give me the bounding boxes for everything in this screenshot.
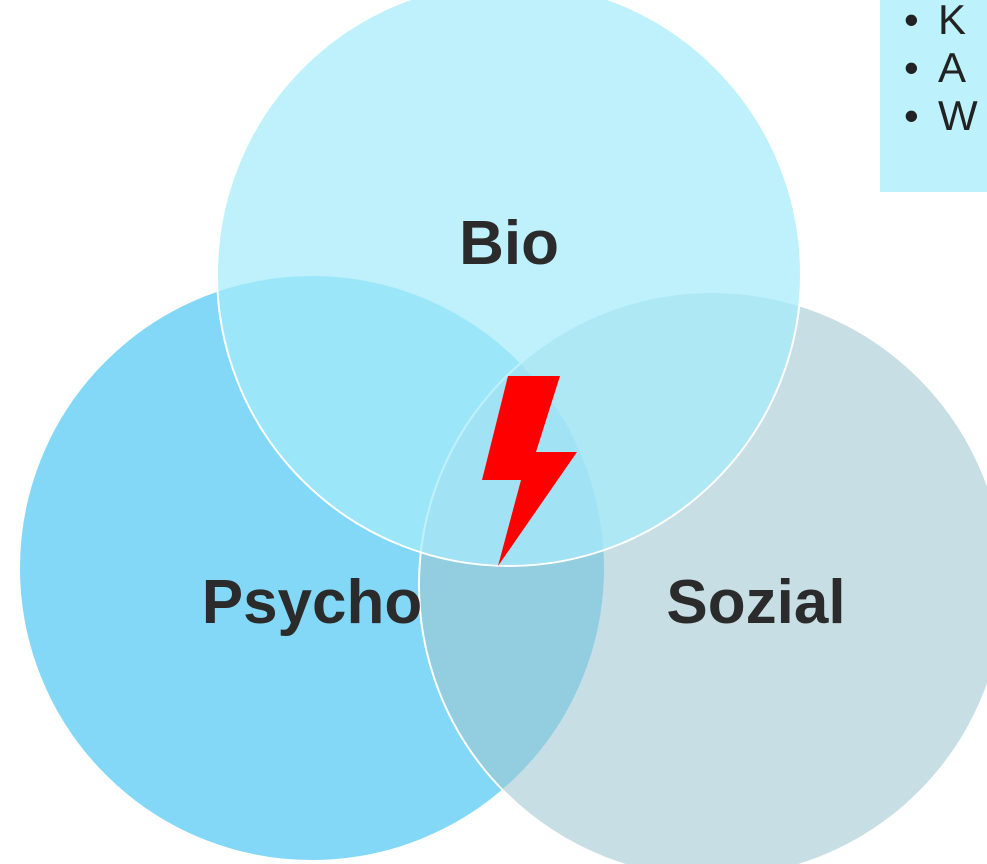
bullet-dot-icon: • [904,0,919,43]
bullet-item: •W [904,92,978,140]
bullet-list-box: •K •A •W [880,0,987,192]
bullet-list: •K •A •W [904,0,978,140]
lightning-bolt-icon [482,376,577,566]
bullet-item: •A [904,44,978,92]
bullet-item: •K [904,0,978,44]
bio-label: Bio [459,209,559,278]
psycho-label: Psycho [202,568,423,637]
sozial-label: Sozial [666,568,845,637]
bullet-item-text: W [938,92,978,139]
bullet-dot-icon: • [904,92,919,139]
bullet-dot-icon: • [904,44,919,91]
bullet-item-text: A [938,44,967,91]
bio-circle [216,0,802,567]
bullet-item-text: K [938,0,967,43]
